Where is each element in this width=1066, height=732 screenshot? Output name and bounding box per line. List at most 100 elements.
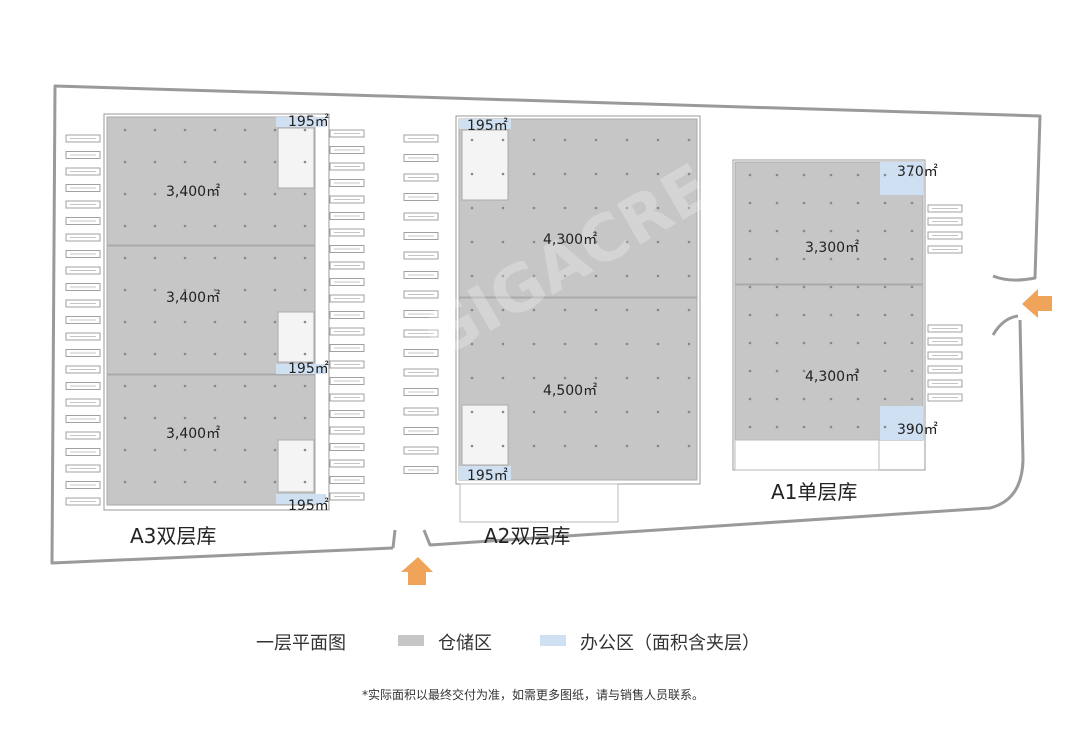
loading-dock-icon	[329, 195, 365, 204]
column-dot	[625, 342, 629, 346]
column-dot	[123, 320, 127, 324]
column-dot	[123, 352, 127, 356]
a3-area-label-1: 3,400㎡	[166, 184, 221, 200]
column-dot	[273, 320, 277, 324]
column-dot	[183, 192, 187, 196]
column-dot	[501, 240, 505, 244]
legend: 一层平面图 仓储区 办公区（面积含夹层）	[0, 627, 1066, 654]
loading-dock-icon	[403, 407, 439, 416]
column-dot	[183, 320, 187, 324]
column-dot	[748, 229, 752, 233]
column-dot	[883, 173, 887, 177]
column-dot	[802, 425, 806, 429]
column-dot	[303, 384, 307, 388]
loading-dock-icon	[329, 459, 365, 468]
column-dot	[687, 138, 691, 142]
loading-dock-icon	[403, 349, 439, 357]
loading-dock-icon	[65, 349, 101, 357]
column-dot	[153, 224, 157, 228]
column-dot	[303, 160, 307, 164]
column-dot	[625, 376, 629, 380]
a2-office-label-2: 195㎡	[467, 468, 508, 484]
a1-office-2	[880, 406, 923, 440]
a1-office-label-1: 370㎡	[897, 164, 938, 180]
column-dot	[303, 480, 307, 484]
column-dot	[123, 128, 127, 132]
column-dot	[748, 369, 752, 373]
column-dot	[625, 444, 629, 448]
column-dot	[656, 308, 660, 312]
loading-dock-icon	[329, 476, 365, 484]
legend-label-office: 办公区（面积含夹层）	[580, 633, 760, 654]
column-dot	[213, 288, 217, 292]
column-dot	[910, 313, 914, 317]
a3-area-label-3: 3,400㎡	[166, 426, 221, 442]
loading-dock-icon	[65, 316, 101, 324]
column-dot	[802, 341, 806, 345]
column-dot	[501, 444, 505, 448]
column-dot	[153, 288, 157, 292]
column-dot	[183, 352, 187, 356]
column-dot	[625, 172, 629, 176]
column-dot	[153, 192, 157, 196]
column-dot	[656, 274, 660, 278]
column-dot	[123, 224, 127, 228]
column-dot	[153, 448, 157, 452]
a3-office-label-1: 195㎡	[288, 114, 329, 130]
column-dot	[273, 224, 277, 228]
building-a3	[103, 113, 330, 511]
a1-office-1	[880, 162, 923, 195]
column-dot	[273, 416, 277, 420]
column-dot	[594, 342, 598, 346]
column-dot	[532, 444, 536, 448]
column-dot	[123, 480, 127, 484]
loading-dock-icon	[65, 415, 101, 423]
column-dot	[123, 288, 127, 292]
loading-dock-icon	[65, 167, 101, 176]
column-dot	[563, 342, 567, 346]
a3-office-label-3: 195㎡	[288, 498, 329, 514]
column-dot	[470, 342, 474, 346]
column-dot	[563, 410, 567, 414]
a2-building-name: A2双层库	[484, 524, 571, 548]
column-dot	[802, 369, 806, 373]
column-dot	[213, 480, 217, 484]
site-boundary-east	[422, 314, 1025, 547]
column-dot	[748, 341, 752, 345]
entrance-arrow-icon	[401, 557, 433, 585]
column-dot	[501, 172, 505, 176]
loading-dock-icon	[927, 204, 963, 213]
column-dot	[883, 285, 887, 289]
column-dot	[829, 425, 833, 429]
column-dot	[243, 128, 247, 132]
column-dot	[687, 308, 691, 312]
column-dot	[213, 416, 217, 420]
column-dot	[183, 288, 187, 292]
column-dot	[656, 206, 660, 210]
loading-dock-icon	[329, 393, 365, 402]
column-dot	[303, 224, 307, 228]
column-dot	[243, 416, 247, 420]
column-dot	[501, 138, 505, 142]
column-dot	[829, 341, 833, 345]
column-dot	[687, 342, 691, 346]
column-dot	[829, 369, 833, 373]
loading-dock-icon	[65, 365, 101, 374]
column-dot	[273, 352, 277, 356]
a3-building-name: A3双层库	[130, 524, 217, 548]
column-dot	[829, 257, 833, 261]
column-dot	[563, 240, 567, 244]
column-dot	[829, 201, 833, 205]
loading-dock-icon	[65, 250, 101, 258]
loading-dock-icon	[329, 146, 365, 154]
column-dot	[856, 257, 860, 261]
column-dot	[856, 313, 860, 317]
column-dot	[303, 256, 307, 260]
loading-dock-icon	[927, 351, 963, 360]
column-dot	[153, 352, 157, 356]
column-dot	[273, 128, 277, 132]
column-dot	[213, 352, 217, 356]
column-dot	[563, 376, 567, 380]
column-dot	[856, 173, 860, 177]
